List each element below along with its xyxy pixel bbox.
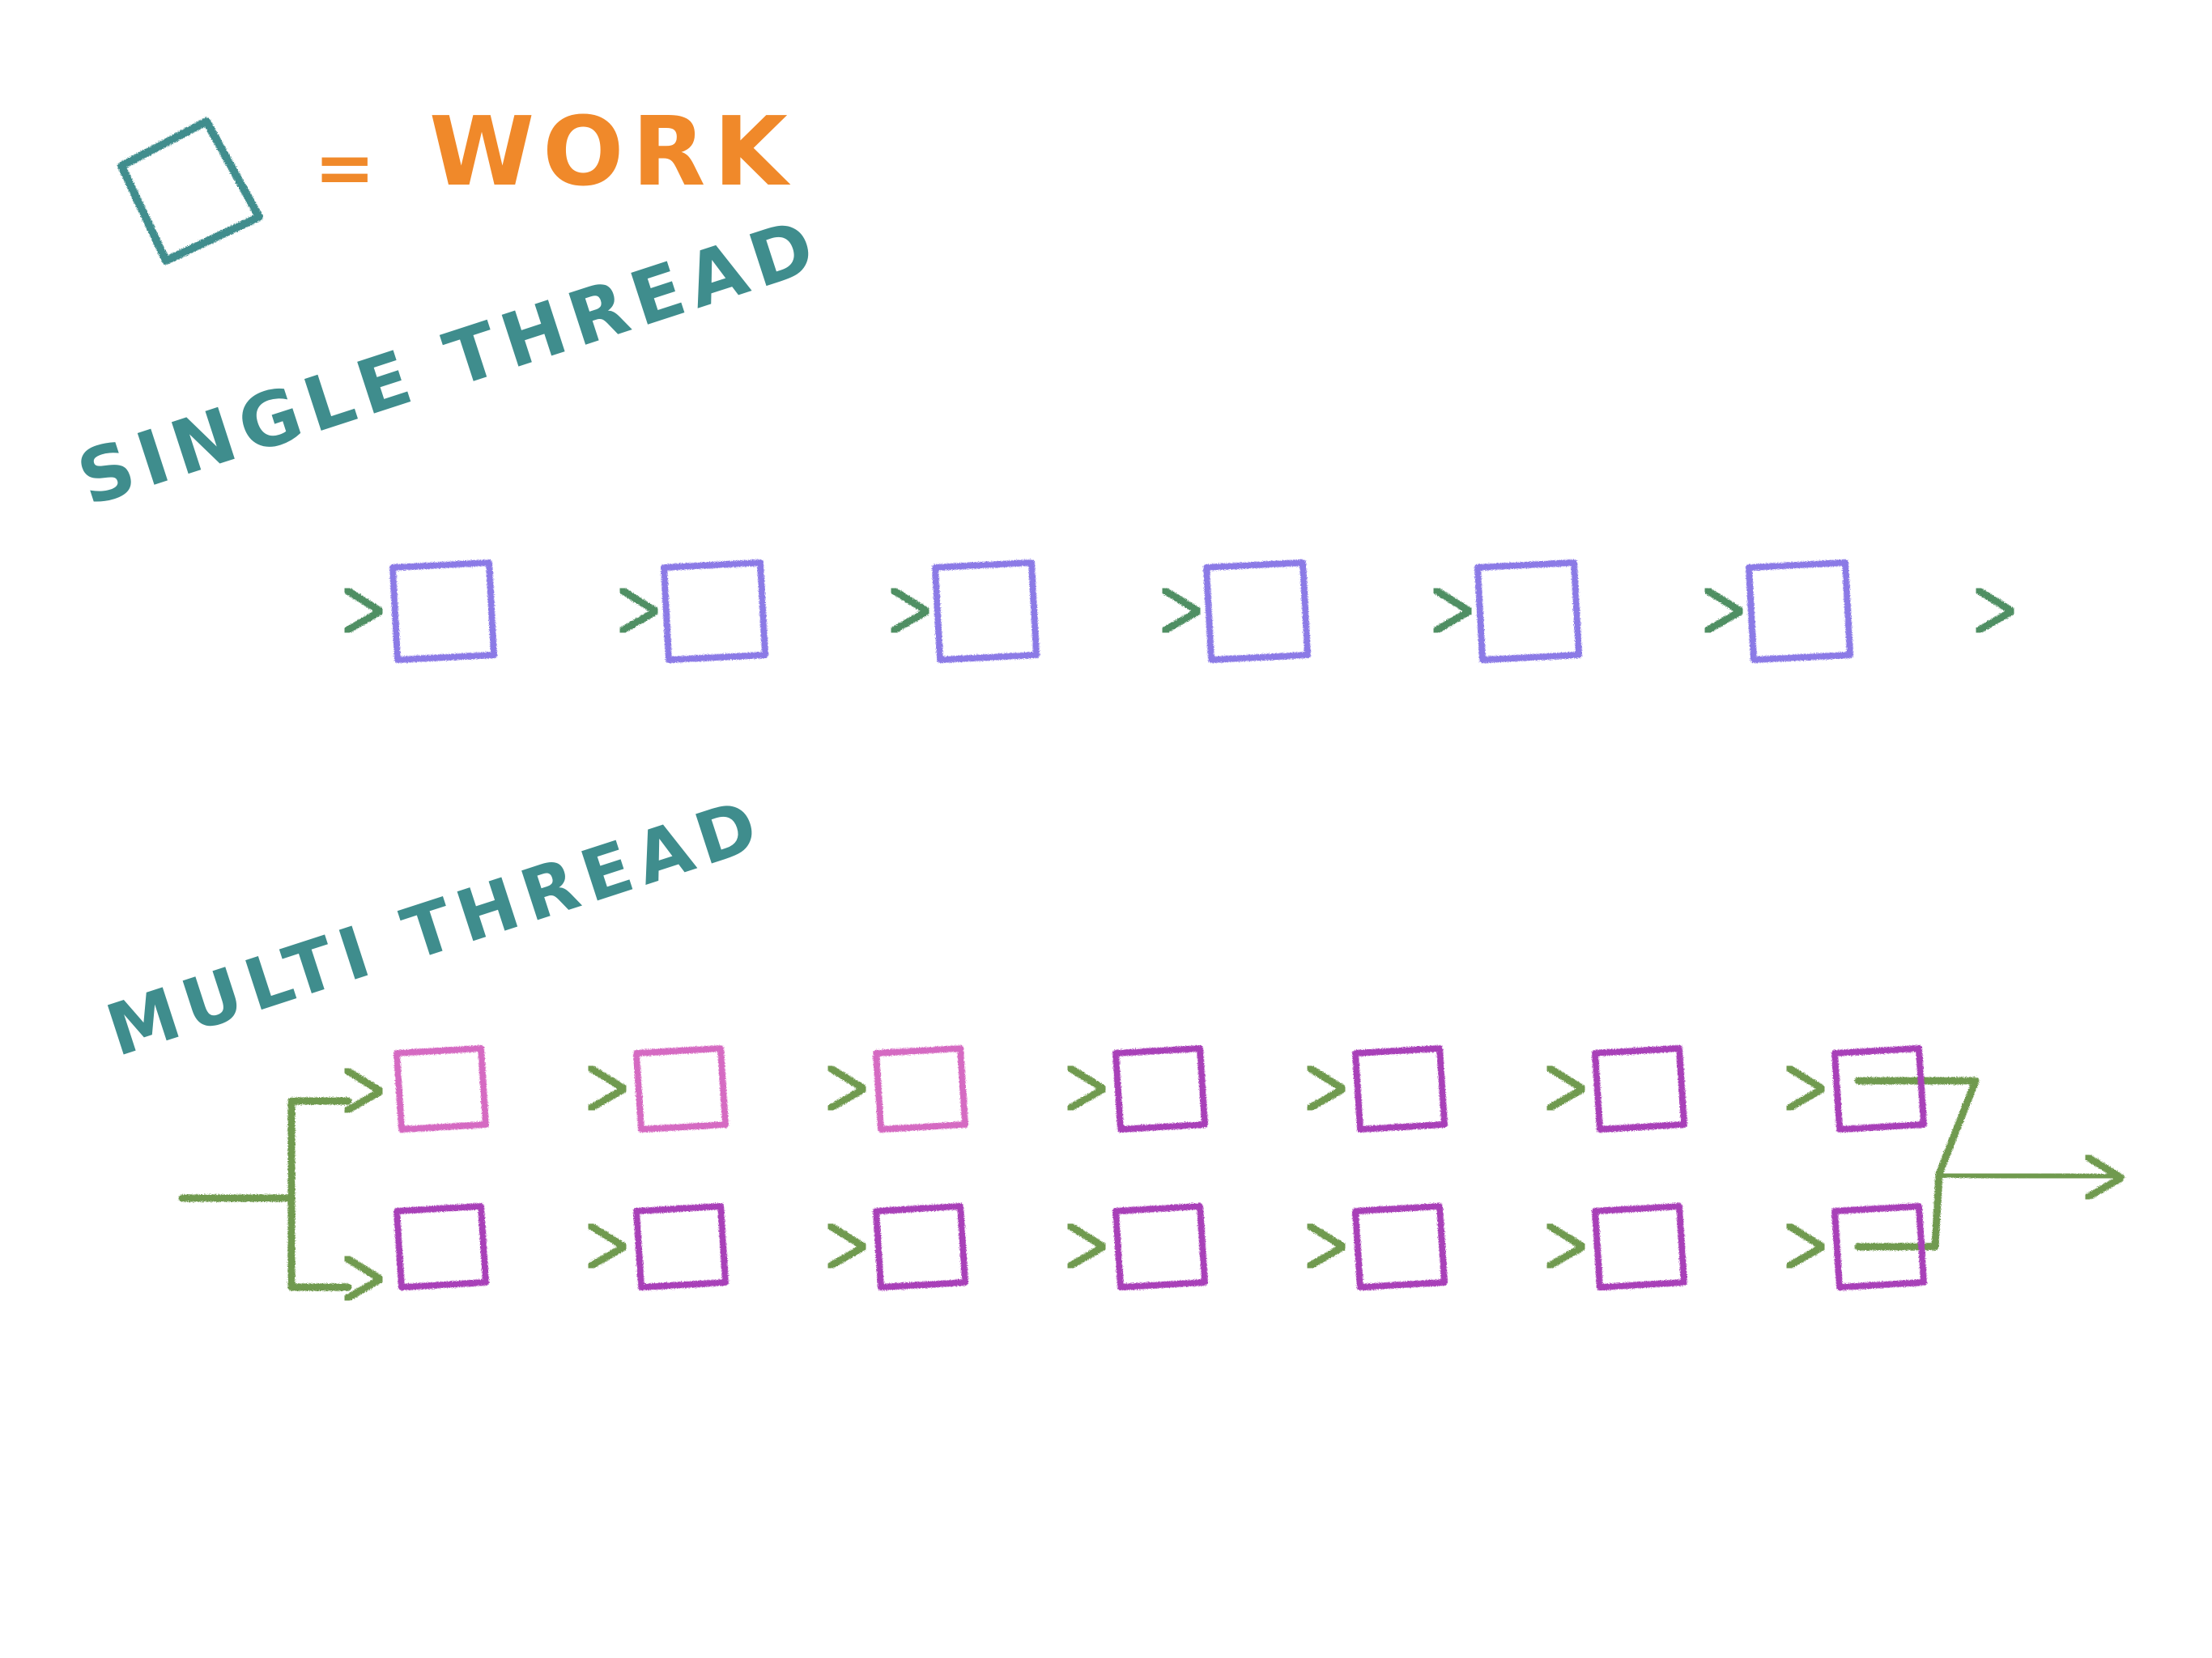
work-box bbox=[1592, 1203, 1687, 1290]
work-box-icon bbox=[117, 117, 263, 265]
work-box bbox=[633, 1203, 729, 1290]
multi-thread-row-1 bbox=[393, 1045, 1927, 1133]
flow-arrow bbox=[1316, 586, 1474, 635]
flow-arrow bbox=[1858, 586, 2016, 635]
work-box bbox=[1352, 1203, 1448, 1290]
work-box bbox=[1746, 559, 1853, 663]
flow-arrow bbox=[1044, 586, 1202, 635]
work-box bbox=[633, 1045, 729, 1133]
flow-arrow bbox=[255, 586, 385, 635]
flow-arrow bbox=[494, 1064, 628, 1112]
work-box bbox=[1112, 1203, 1208, 1290]
flow-arrow bbox=[494, 1222, 628, 1270]
work-box bbox=[1592, 1045, 1687, 1133]
flow-arrow bbox=[973, 1064, 1108, 1112]
flow-arrow bbox=[502, 586, 660, 635]
multi-thread-title: MULTI THREAD bbox=[97, 781, 775, 1073]
work-box bbox=[1203, 559, 1311, 663]
work-box bbox=[873, 1203, 968, 1290]
flow-arrow bbox=[734, 1064, 868, 1112]
work-box bbox=[393, 1203, 489, 1290]
flow-arrow bbox=[1587, 586, 1745, 635]
split-arrow-bottom bbox=[320, 1254, 385, 1303]
flow-arrow bbox=[1213, 1064, 1347, 1112]
merge-output-arrow bbox=[1935, 1153, 2125, 1201]
split-arrow-top bbox=[320, 1066, 385, 1115]
flow-arrow bbox=[1692, 1064, 1827, 1112]
split-connector bbox=[178, 1097, 352, 1291]
single-thread-row bbox=[255, 559, 2016, 663]
work-box bbox=[1352, 1045, 1448, 1133]
work-box bbox=[932, 559, 1040, 663]
flow-arrow bbox=[773, 586, 931, 635]
work-box bbox=[393, 1045, 489, 1133]
flow-arrow bbox=[1453, 1222, 1587, 1270]
merge-connector bbox=[1854, 1077, 1980, 1251]
multi-thread-row-2 bbox=[393, 1203, 1927, 1290]
work-box bbox=[1831, 1045, 1927, 1133]
flow-arrow bbox=[1213, 1222, 1347, 1270]
work-box bbox=[873, 1045, 968, 1133]
work-box bbox=[1112, 1045, 1208, 1133]
work-box bbox=[1831, 1203, 1927, 1290]
flow-arrow bbox=[1453, 1064, 1587, 1112]
legend-equals: = bbox=[314, 125, 383, 210]
multi-thread-section: MULTI THREAD bbox=[97, 781, 2125, 1303]
work-box bbox=[661, 559, 768, 663]
legend-label: WORK bbox=[429, 96, 796, 207]
single-thread-section: SINGLE THREAD bbox=[68, 201, 2016, 663]
flow-arrow bbox=[973, 1222, 1108, 1270]
work-box bbox=[1474, 559, 1582, 663]
flow-arrow bbox=[1692, 1222, 1827, 1270]
work-box bbox=[389, 559, 497, 663]
multi-thread-branches bbox=[178, 1066, 2125, 1303]
flow-arrow bbox=[734, 1222, 868, 1270]
legend: = WORK bbox=[117, 96, 796, 265]
